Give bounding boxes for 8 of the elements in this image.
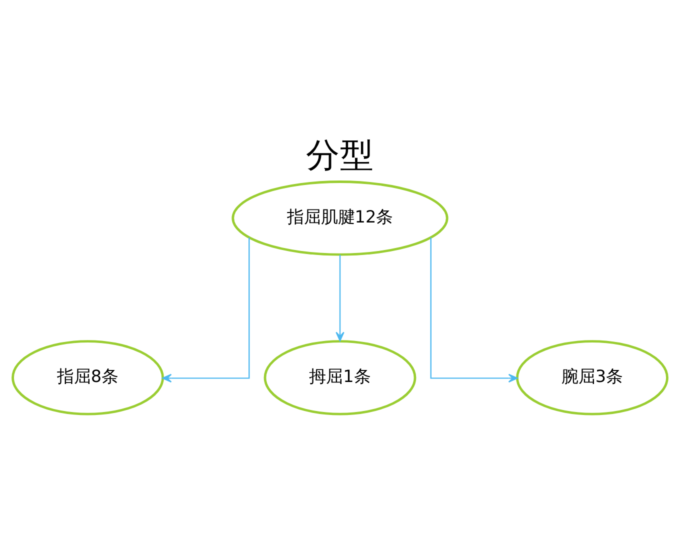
node-ellipse: 拇屈1条 [264, 340, 416, 415]
arrow [336, 254, 344, 341]
arrow [430, 236, 518, 382]
node-ellipse: 指屈8条 [12, 340, 164, 415]
node-ellipse: 指屈肌腱12条 [232, 180, 448, 256]
diagram-title: 分型 [306, 135, 374, 174]
arrow [162, 236, 250, 382]
node-ellipse: 腕屈3条 [516, 340, 668, 415]
